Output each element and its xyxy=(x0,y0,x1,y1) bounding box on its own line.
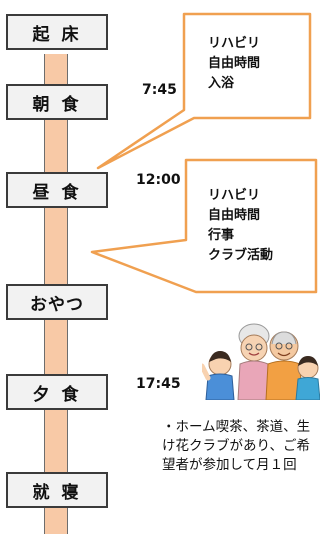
stage-dinner-label: 夕 食 xyxy=(32,384,82,405)
afternoon-activity-1: リハビリ xyxy=(208,188,261,203)
afternoon-callout-bubble xyxy=(90,158,318,294)
afternoon-activity-2: 自由時間 xyxy=(208,208,261,223)
club-note: ・ホーム喫茶、茶道、生け花クラブがあり、ご希望者が参加して月１回 xyxy=(162,419,311,473)
stage-breakfast-label: 朝 食 xyxy=(32,94,82,115)
time-dinner: 17:45 xyxy=(136,376,181,392)
stage-lunch-label: 昼 食 xyxy=(32,182,82,203)
stage-snack-label: おやつ xyxy=(30,294,84,315)
time-lunch: 12:00 xyxy=(136,172,181,188)
callout-shapes xyxy=(90,12,318,294)
stage-breakfast: 朝 食 xyxy=(6,84,108,120)
afternoon-activity-4: クラブ活動 xyxy=(208,248,274,263)
stage-wake: 起 床 xyxy=(6,14,108,50)
stage-bedtime: 就 寝 xyxy=(6,472,108,508)
stage-bedtime-label: 就 寝 xyxy=(32,482,82,503)
time-breakfast: 7:45 xyxy=(142,82,177,98)
morning-activity-3: 入浴 xyxy=(208,76,235,91)
stage-dinner: 夕 食 xyxy=(6,374,108,410)
afternoon-activity-3: 行事 xyxy=(208,228,235,243)
stage-wake-label: 起 床 xyxy=(32,24,82,45)
morning-activity-2: 自由時間 xyxy=(208,56,261,71)
morning-callout-text: リハビリ 自由時間 入浴 xyxy=(208,34,260,94)
family-illustration-icon xyxy=(202,323,320,400)
afternoon-callout-text: リハビリ 自由時間 行事 クラブ活動 xyxy=(208,186,273,266)
stage-lunch: 昼 食 xyxy=(6,172,108,208)
stage-snack: おやつ xyxy=(6,284,108,320)
morning-activity-1: リハビリ xyxy=(208,36,261,51)
morning-callout-bubble xyxy=(96,12,312,170)
